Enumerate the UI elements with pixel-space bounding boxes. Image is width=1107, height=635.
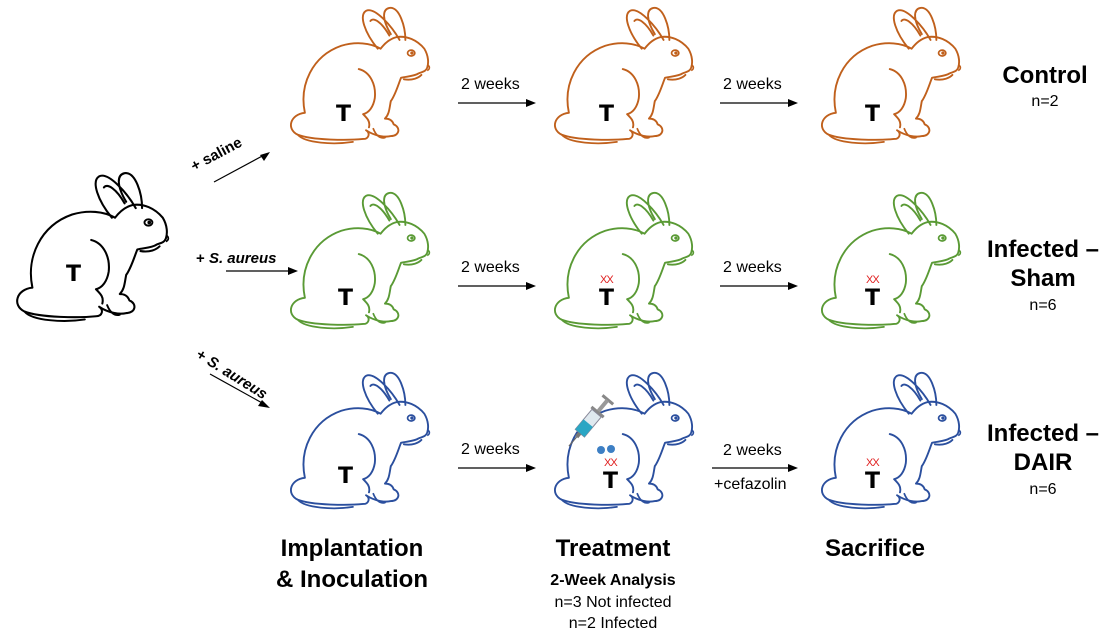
arrow-icon	[458, 282, 536, 290]
arrow-icon	[458, 464, 536, 472]
control-rabbit-sacrifice-icon	[820, 6, 962, 145]
implant-icon: T	[336, 102, 352, 127]
group-n-control: n=2	[1031, 93, 1059, 110]
interval-label: 2 weeks	[461, 259, 520, 276]
implant-icon: T	[599, 102, 615, 127]
dair-rabbit-sacrifice-icon	[820, 371, 962, 510]
control-rabbit-treatment-icon	[553, 6, 695, 145]
antibiotic-label: +cefazolin	[714, 476, 787, 493]
sham-prefix: +	[196, 250, 209, 267]
control-rabbit-implant-icon	[289, 6, 431, 145]
sham-arrow-icon	[226, 267, 298, 275]
implant-icon: T	[865, 102, 881, 127]
interval-label: 2 weeks	[723, 259, 782, 276]
arrow-icon	[712, 464, 798, 472]
dair-arrow-icon	[209, 373, 270, 408]
interval-label: 2 weeks	[723, 76, 782, 93]
arrow-icon	[720, 282, 798, 290]
arrow-icon	[458, 99, 536, 107]
implant-icon: T	[338, 286, 354, 311]
syringe-icon	[568, 394, 615, 454]
implant-icon: T	[338, 464, 354, 489]
analysis-infected: n=2 Infected	[568, 615, 658, 632]
analysis-not-infected: n=3 Not infected	[554, 594, 672, 611]
implant-icon: T	[66, 262, 82, 287]
stage-sacrifice: Sacrifice	[824, 535, 926, 562]
sham-rabbit-implant-icon	[289, 191, 431, 330]
infection-mark: XX	[866, 457, 880, 469]
interval-label: 2 weeks	[723, 442, 782, 459]
group-title-sham-line1: Infected –	[986, 236, 1100, 263]
infection-mark: XX	[600, 274, 614, 286]
sham-organism: S. aureus	[208, 250, 277, 267]
group-n-sham: n=6	[1029, 297, 1057, 314]
infection-mark: XX	[866, 274, 880, 286]
sham-inoculation-label: + S. aureus	[196, 250, 276, 267]
group-n-dair: n=6	[1029, 481, 1057, 498]
baseline-rabbit-icon	[16, 172, 170, 322]
implant-icon: T	[865, 469, 881, 494]
group-title-sham-line2: Sham	[1010, 265, 1076, 292]
infection-mark: XX	[604, 457, 618, 469]
interval-label: 2 weeks	[461, 76, 520, 93]
implant-icon: T	[603, 469, 619, 494]
sham-rabbit-treatment-icon	[553, 191, 695, 330]
sham-rabbit-sacrifice-icon	[820, 191, 962, 330]
interval-label: 2 weeks	[461, 441, 520, 458]
analysis-title: 2-Week Analysis	[550, 572, 676, 589]
dair-rabbit-implant-icon	[289, 371, 431, 510]
stage-implantation-line2: & Inoculation	[276, 566, 428, 593]
arrow-icon	[720, 99, 798, 107]
group-title-dair-line1: Infected –	[986, 420, 1100, 447]
stage-implantation-line1: Implantation	[280, 535, 424, 562]
stage-treatment: Treatment	[555, 535, 671, 562]
group-title-control: Control	[1002, 62, 1088, 89]
implant-icon: T	[599, 286, 615, 311]
saline-arrow-icon	[213, 152, 270, 183]
group-title-dair-line2: DAIR	[1013, 449, 1073, 476]
implant-icon: T	[865, 286, 881, 311]
